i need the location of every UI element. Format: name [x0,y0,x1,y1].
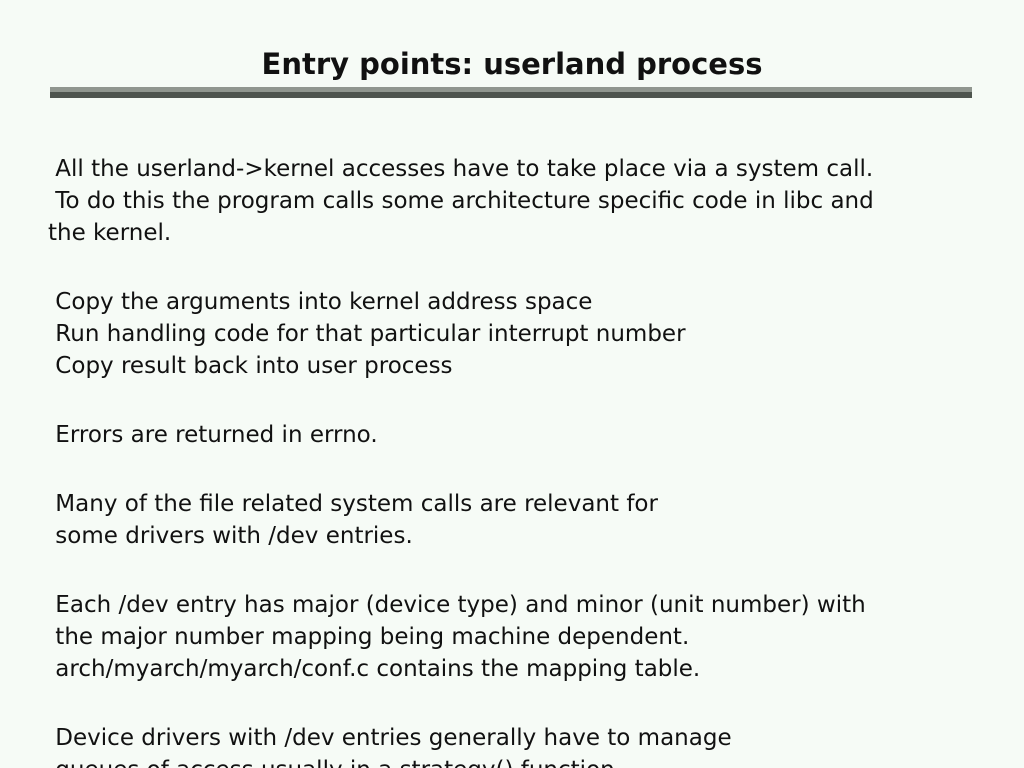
text-line: Device drivers with /dev entries general… [48,725,732,751]
text-line: Errors are returned in errno. [48,422,378,448]
text-line: the kernel. [48,220,172,246]
paragraph-syscall-intro: All the userland->kernel accesses have t… [48,153,1008,249]
paragraph-file-syscalls: Many of the file related system calls ar… [48,488,1008,552]
text-line: Run handling code for that particular in… [48,321,686,347]
paragraph-dev-major-minor: Each /dev entry has major (device type) … [48,589,1008,685]
slide-body: All the userland->kernel accesses have t… [48,153,1008,768]
text-line: the major number mapping being machine d… [48,624,690,650]
divider-bottom-stripe [50,92,972,98]
text-line: Copy the arguments into kernel address s… [48,289,593,315]
paragraph-errno: Errors are returned in errno. [48,419,1008,451]
title-divider [50,87,972,98]
text-line: queues of access usually in a strategy()… [48,754,1008,768]
text-line: To do this the program calls some archit… [48,188,874,214]
paragraph-device-drivers: Device drivers with /dev entries general… [48,722,1008,768]
text-line: arch/myarch/myarch/conf.c contains the m… [48,656,701,682]
slide-title: Entry points: userland process [261,47,763,81]
slide: Entry points: userland process All the u… [0,47,1024,768]
text-line: All the userland->kernel accesses have t… [48,156,874,182]
paragraph-syscall-steps: Copy the arguments into kernel address s… [48,286,1008,382]
text-line: Copy result back into user process [48,353,453,379]
text-line: Many of the file related system calls ar… [48,491,658,517]
divider-top-stripe [50,87,972,92]
text-line: Each /dev entry has major (device type) … [48,592,866,618]
text-line: some drivers with /dev entries. [48,523,413,549]
